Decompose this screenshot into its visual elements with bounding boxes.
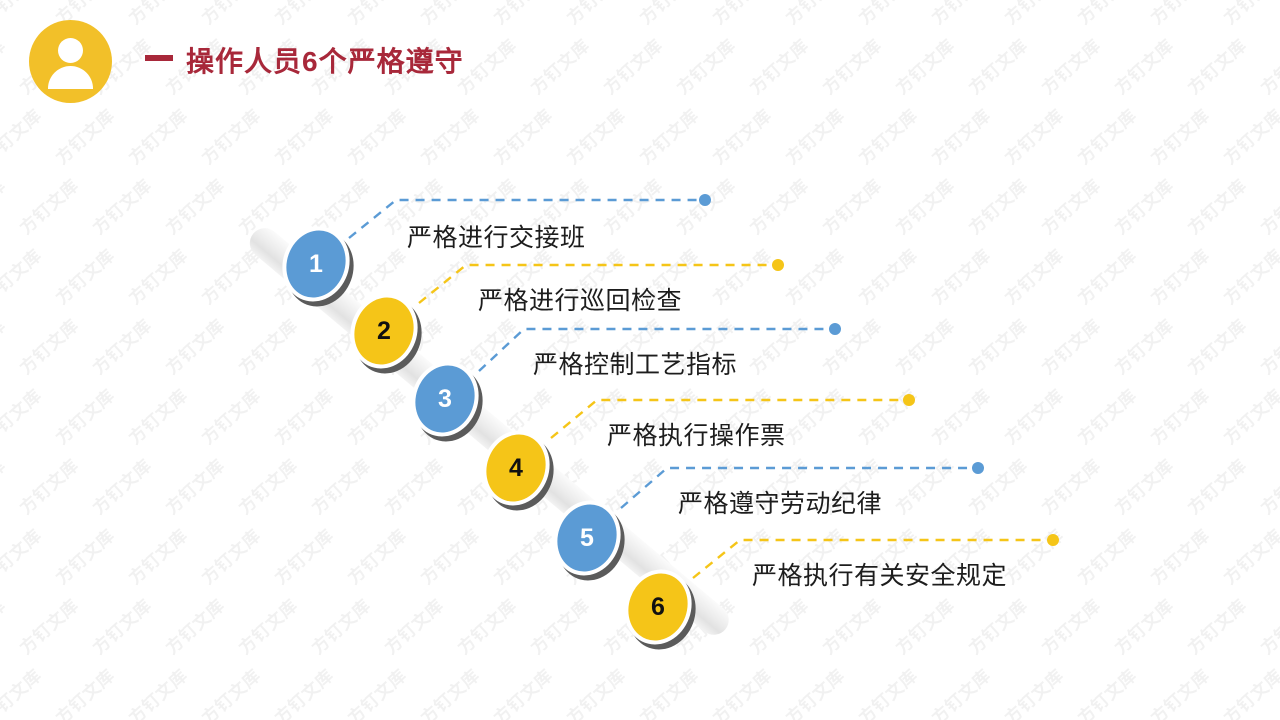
step-number: 4: [509, 453, 523, 482]
step-node-2[interactable]: 2: [339, 284, 433, 383]
connector-end-dot: [829, 323, 841, 335]
connector-end-dot: [699, 194, 711, 206]
step-number: 5: [580, 523, 594, 552]
step-node-1[interactable]: 1: [271, 217, 365, 316]
person-icon-head: [58, 38, 83, 63]
connector-end-dot: [1047, 534, 1059, 546]
step-number: 1: [309, 249, 323, 278]
step-node-6[interactable]: 6: [613, 560, 707, 659]
step-label-6: 严格执行有关安全规定: [752, 561, 1008, 590]
step-label-1: 严格进行交接班: [407, 223, 586, 252]
person-icon: [29, 20, 112, 103]
step-node-5[interactable]: 5: [542, 491, 636, 590]
step-node-4[interactable]: 4: [471, 421, 565, 520]
step-node-3[interactable]: 3: [400, 352, 494, 451]
step-number: 3: [438, 384, 452, 413]
step-number: 6: [651, 592, 665, 621]
step-label-3: 严格控制工艺指标: [533, 350, 738, 379]
title-dash-icon: [145, 55, 173, 61]
step-number: 2: [377, 316, 391, 345]
connector-end-dot: [772, 259, 784, 271]
page-title: 操作人员6个严格遵守: [186, 46, 464, 77]
step-label-4: 严格执行操作票: [607, 421, 786, 450]
step-label-2: 严格进行巡回检查: [478, 286, 683, 315]
step-label-5: 严格遵守劳动纪律: [678, 489, 883, 518]
connector-end-dot: [903, 394, 915, 406]
person-icon-body: [48, 66, 93, 89]
connector-end-dot: [972, 462, 984, 474]
